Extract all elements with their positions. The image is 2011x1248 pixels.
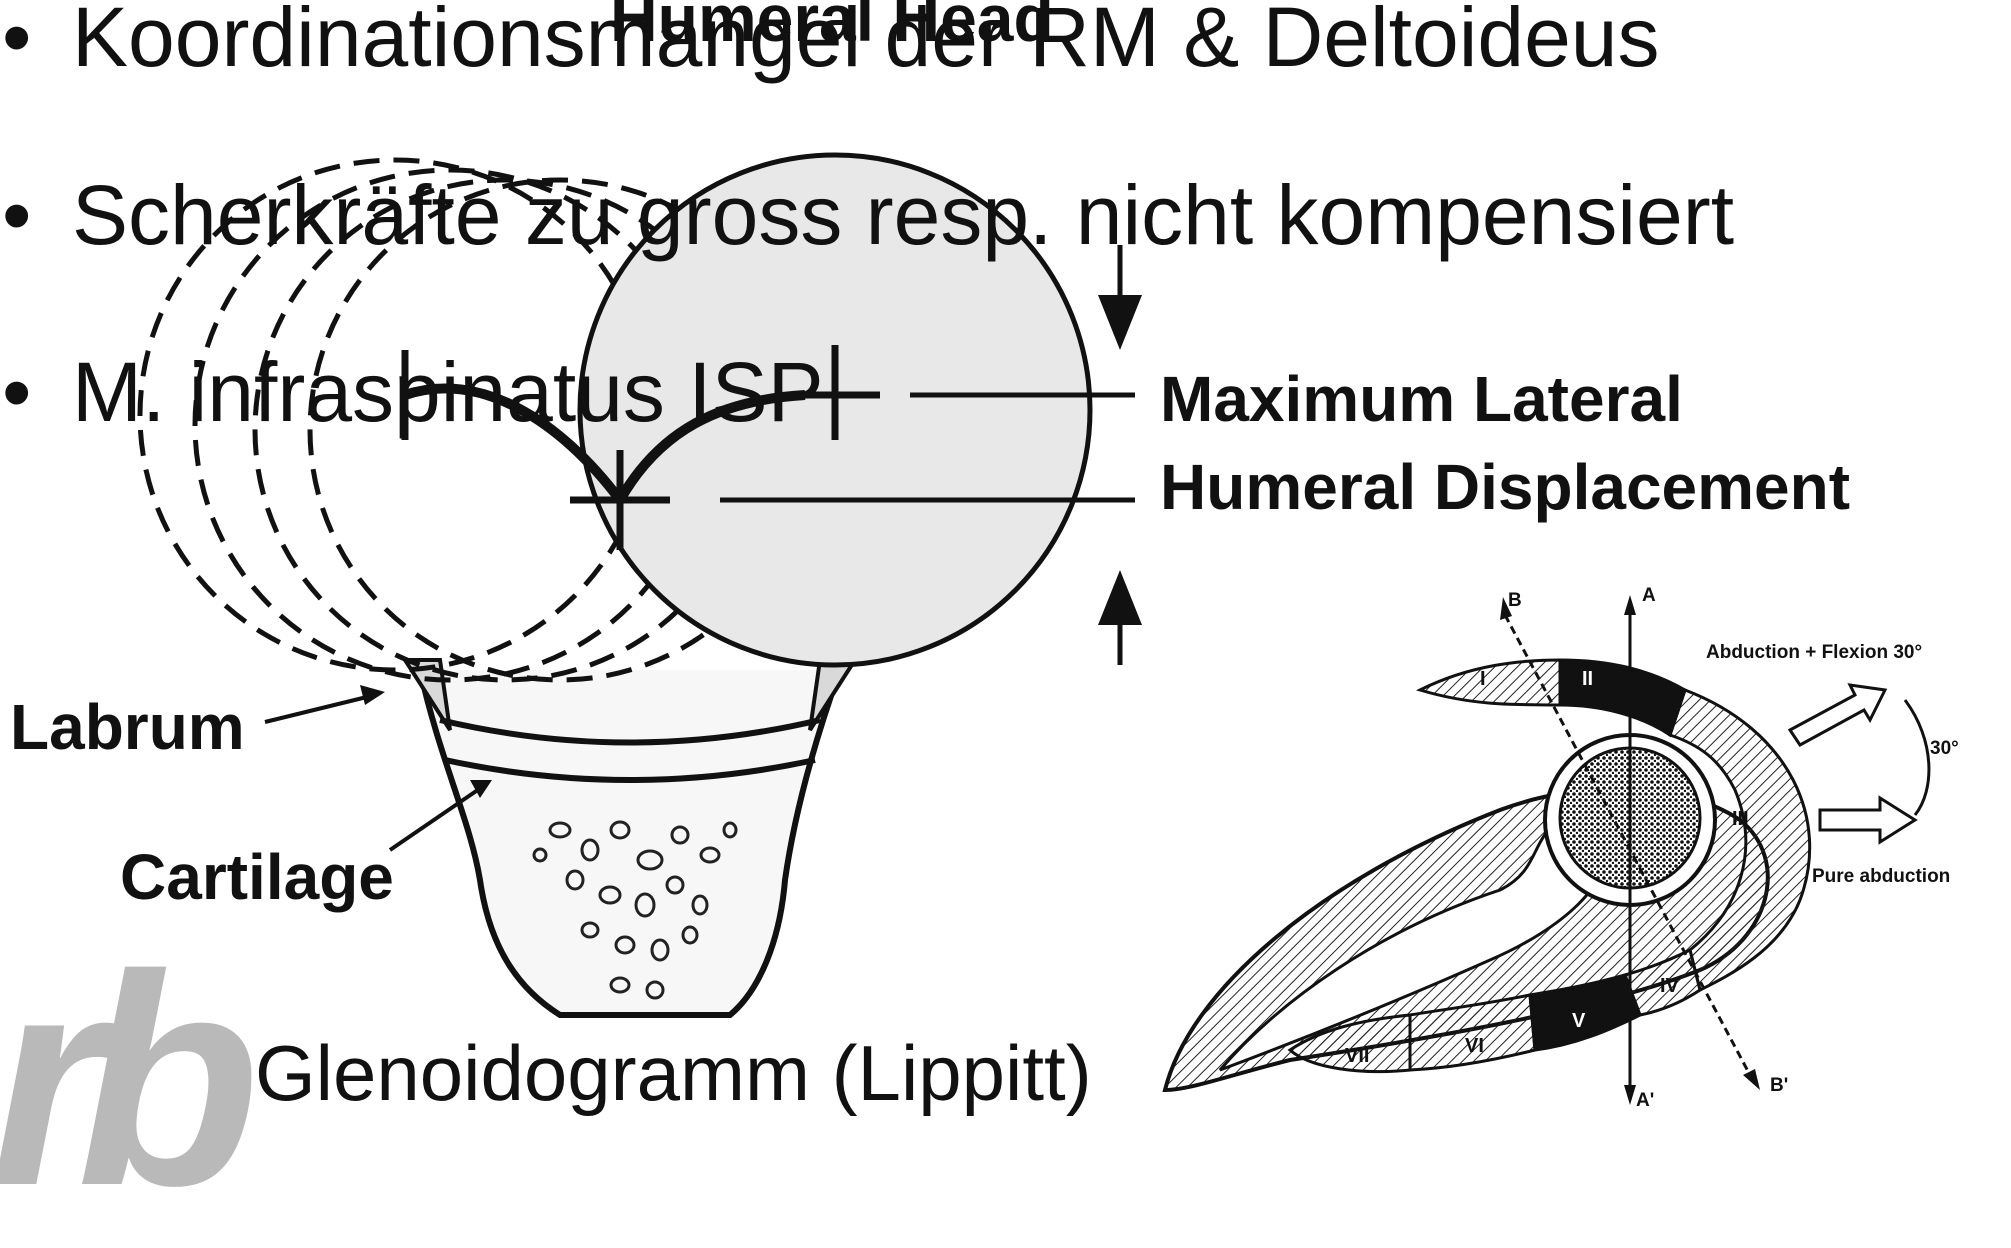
pure-abduction-arrow [1820, 798, 1915, 842]
bullet-item-3: •M. infraspinatus ISP [0, 350, 824, 434]
axis-A-prime-arrow [1624, 1085, 1636, 1105]
figure-caption: Glenoidogramm (Lippitt) [255, 1028, 1092, 1119]
axis-B-prime-arrow [1743, 1069, 1760, 1090]
axis-A-prime-label: A' [1636, 1090, 1654, 1112]
axis-A-label: A [1642, 585, 1656, 607]
bullet-text: Scherkräfte zu gross resp. nicht kompens… [72, 168, 1734, 262]
angle-arc [1905, 700, 1929, 815]
axis-A-arrow [1624, 595, 1636, 615]
axis-B-prime-label: B' [1770, 1075, 1788, 1097]
bullet-dot: • [0, 0, 72, 79]
flexion-arrow [1790, 685, 1885, 745]
zone-II-label: II [1582, 668, 1593, 691]
axis-B-label: B [1508, 590, 1522, 612]
zone-V-label: V [1572, 1010, 1585, 1033]
bullet-text: M. infraspinatus ISP [72, 345, 824, 439]
pure-abduction-label: Pure abduction [1812, 866, 1950, 888]
bullet-item-1: •Koordinationsmangel der RM & Deltoideus [0, 0, 1660, 79]
zone-I [1420, 660, 1560, 705]
bullet-dot: • [0, 350, 72, 434]
zone-VII-label: VII [1345, 1045, 1369, 1068]
bullet-item-2: •Scherkräfte zu gross resp. nicht kompen… [0, 173, 1734, 257]
bullet-text: Koordinationsmangel der RM & Deltoideus [72, 0, 1660, 84]
zone-VI-label: VI [1465, 1035, 1484, 1058]
zone-I-label: I [1480, 668, 1486, 691]
zone-II [1560, 660, 1685, 735]
bullet-dot: • [0, 173, 72, 257]
zone-IV-label: IV [1660, 975, 1679, 998]
abduction-flexion-label: Abduction + Flexion 30° [1706, 642, 1922, 664]
angle-label: 30° [1930, 738, 1959, 760]
zone-III-label: III [1732, 808, 1749, 831]
